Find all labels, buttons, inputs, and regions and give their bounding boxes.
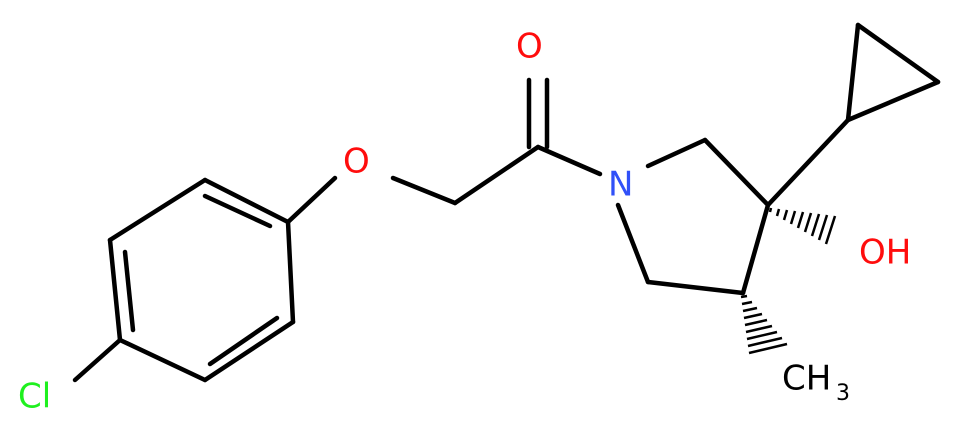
hash-line <box>747 336 783 348</box>
hash-line <box>740 294 748 299</box>
bond-n-c2 <box>645 137 708 169</box>
bond-n-carbonyl <box>535 144 603 177</box>
hash-line <box>741 300 753 306</box>
bond-o-aryl <box>285 175 338 225</box>
bond-c2-c3 <box>702 137 771 208</box>
bond-ar-1 <box>202 177 291 225</box>
bond-cp-c3 <box>765 117 851 208</box>
methyl-label-main: CH <box>782 359 831 399</box>
bond-c4-c5 <box>645 279 746 296</box>
hash-line <box>768 207 773 213</box>
hydroxyl-label: OH <box>859 233 911 273</box>
bond-ar-2 <box>107 177 208 243</box>
hash-line <box>824 215 837 245</box>
cyclopropyl-ring <box>845 22 941 123</box>
carbonyl-double-bond <box>526 77 550 150</box>
nitrogen-label: N <box>608 165 633 205</box>
bond-c5-n <box>615 202 651 285</box>
hash-line <box>745 324 773 334</box>
bond-ar-4 <box>117 337 208 383</box>
chlorine-label: Cl <box>18 377 51 417</box>
hash-line <box>748 342 788 355</box>
hashed-wedge-c3-oh <box>768 207 837 245</box>
bond-ar-cl <box>72 337 123 383</box>
hash-line <box>744 318 768 327</box>
bond-ar-5 <box>202 319 296 383</box>
bond-cp-c <box>845 79 941 123</box>
methyl-label: CH 3 <box>782 359 850 407</box>
hash-line <box>803 212 813 233</box>
bond-cp-a <box>845 22 861 123</box>
hash-line <box>775 208 781 217</box>
hash-line <box>810 213 821 237</box>
carbonyl-oxygen-label: O <box>516 27 543 67</box>
hash-line <box>746 330 778 341</box>
bond-ar-6 <box>285 219 296 325</box>
hash-line <box>742 306 758 313</box>
benzene-ring <box>107 177 296 383</box>
bond-c3-c4 <box>740 202 771 296</box>
bond-carbonyl-ch2 <box>452 144 541 206</box>
hashed-wedge-c4-ch3 <box>740 294 788 355</box>
bond-ar-inner-1 <box>202 193 273 229</box>
ether-oxygen-label: O <box>343 142 370 182</box>
bond-ar-3 <box>107 237 123 343</box>
bond-ar-inner-3 <box>207 315 280 367</box>
hash-line <box>782 209 789 221</box>
hash-line <box>817 214 829 241</box>
methyl-label-subscript: 3 <box>836 381 850 406</box>
bond-ar-inner-2 <box>122 249 136 333</box>
bond-ch2-o <box>390 175 458 206</box>
bond-cp-b <box>855 22 941 85</box>
hash-line <box>743 312 763 320</box>
hash-line <box>796 211 805 229</box>
pyrrolidine-ring <box>615 137 771 296</box>
hash-line <box>789 210 797 225</box>
